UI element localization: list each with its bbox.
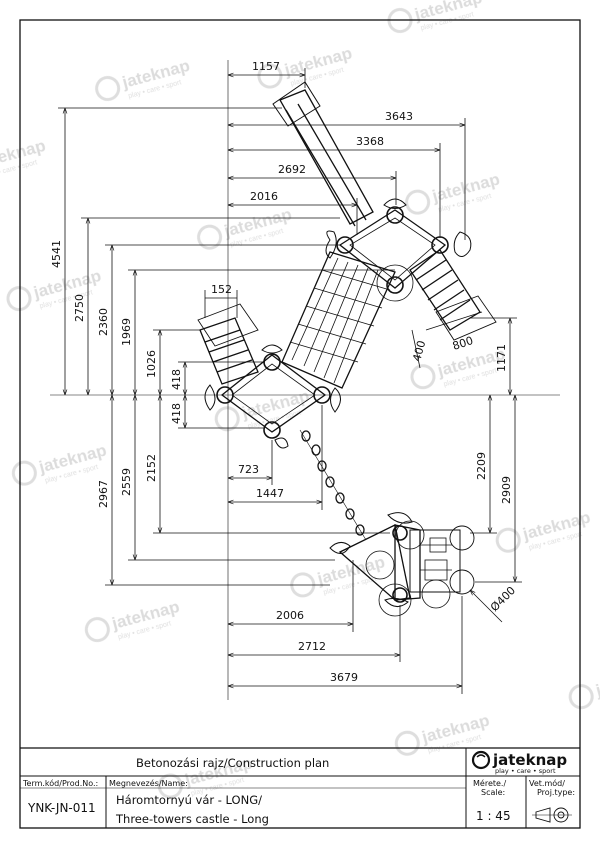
climbing-bridge: [281, 251, 396, 389]
dim-1969: 1969: [120, 318, 133, 346]
projection-symbol-icon: [532, 807, 572, 823]
dim-400: 400: [410, 339, 428, 363]
dim-2209: 2209: [475, 452, 488, 480]
drawing-border: [19, 19, 581, 829]
dim-800: 800: [451, 334, 475, 353]
name-label: Megnevezés/Name:: [109, 778, 188, 788]
scale-label: Mérete./Scale:: [473, 778, 506, 797]
dim-1157: 1157: [252, 60, 280, 73]
dim-418-top: 418: [170, 369, 183, 390]
dim-2909: 2909: [500, 476, 513, 504]
ladder-right: [409, 249, 497, 341]
dim-3643: 3643: [385, 110, 413, 123]
dim-1026: 1026: [145, 350, 158, 378]
product-code: YNK-JN-011: [27, 801, 96, 815]
equipment-plan: [50, 60, 560, 700]
dim-2559: 2559: [120, 468, 133, 496]
dim-4541: 4541: [50, 240, 63, 268]
logo-brand: jateknap: [492, 751, 567, 769]
dim-3368: 3368: [356, 135, 384, 148]
dim-723: 723: [238, 463, 259, 476]
title-block-text: Betonozási rajz/Construction plan jatekn…: [22, 751, 575, 826]
dim-2152: 2152: [145, 454, 158, 482]
title-block: [20, 747, 580, 828]
dim-2360: 2360: [97, 308, 110, 336]
projection-label: Vet.mód/Proj.type:: [529, 778, 575, 797]
dim-diameter-400: Ø400: [488, 584, 518, 614]
dim-2750: 2750: [73, 294, 86, 322]
dim-2967: 2967: [97, 480, 110, 508]
dim-2692: 2692: [278, 163, 306, 176]
drawing-title: Betonozási rajz/Construction plan: [136, 756, 329, 770]
dim-2712: 2712: [298, 640, 326, 653]
dim-418-bottom: 418: [170, 403, 183, 424]
dimension-labels: 1157 3643 3368 2692 2016 152 723 1447 20…: [50, 60, 518, 684]
product-name-hu: Háromtornyú vár - LONG/: [116, 793, 262, 807]
tower-top: [325, 198, 472, 302]
dimension-lines: [58, 68, 522, 694]
tower-bottom: [329, 512, 475, 617]
scale-value: 1 : 45: [476, 809, 511, 823]
product-code-label: Term.kód/Prod.No.:: [22, 778, 98, 788]
dim-2006: 2006: [276, 609, 304, 622]
product-name-en: Three-towers castle - Long: [115, 812, 269, 826]
chain-bridge: [299, 429, 367, 541]
tower-middle: [204, 344, 341, 449]
dim-1447: 1447: [256, 487, 284, 500]
logo-tagline: play • care • sport: [495, 767, 556, 775]
dim-3679: 3679: [330, 671, 358, 684]
dim-2016: 2016: [250, 190, 278, 203]
jateknap-logo-icon: [471, 750, 491, 770]
svg-text:jateknap: jateknap: [593, 664, 600, 700]
dim-1171: 1171: [495, 344, 508, 372]
dim-152: 152: [211, 283, 232, 296]
